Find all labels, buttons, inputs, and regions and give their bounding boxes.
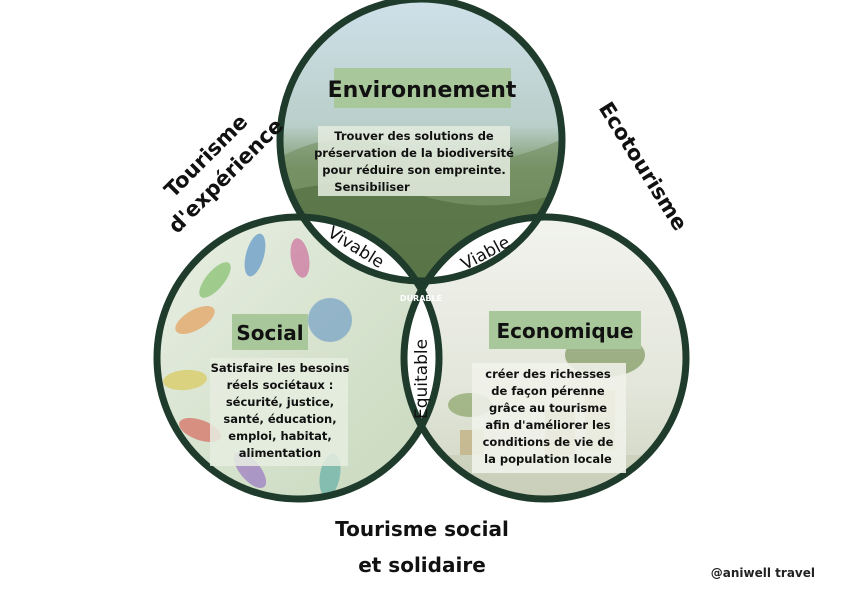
social-line-6: alimentation: [239, 446, 321, 460]
social-outline: [153, 213, 443, 503]
social-line-4: santé, éducation,: [223, 412, 336, 426]
social-title: Social: [236, 321, 303, 345]
ecotourisme-label: Ecotourisme: [594, 98, 692, 235]
environnement-line-3: pour réduire son empreinte.: [322, 163, 506, 177]
economique-line-2: de façon pérenne: [491, 384, 605, 398]
social-line-3: sécurité, justice,: [226, 395, 334, 409]
tourisme-social-line-2: et solidaire: [358, 553, 486, 577]
tourisme-experience-label: Tourisme d'expérience: [160, 110, 288, 238]
economique-line-5: conditions de vie de: [483, 435, 614, 449]
tourisme-social-line-1: Tourisme social: [335, 517, 509, 541]
economique-title: Economique: [496, 319, 633, 343]
economique-text-panel: [472, 363, 626, 473]
environnement-text-panel: [318, 126, 510, 196]
social-title-box: [232, 314, 308, 350]
social-text-panel: [210, 358, 348, 466]
environnement-outline: [276, 0, 566, 285]
environnement-title: Environnement: [328, 78, 517, 103]
economique-line-4: afin d'améliorer les: [485, 418, 610, 432]
social-line-2: réels sociétaux :: [227, 378, 334, 392]
economique-outline: [400, 213, 690, 503]
environnement-line-1: Trouver des solutions de: [334, 129, 494, 143]
economique-line-3: grâce au tourisme: [489, 401, 607, 415]
durable-label: DURABLE: [400, 294, 442, 303]
economique-title-box: [489, 311, 641, 349]
environnement-line-4: Sensibiliser: [334, 180, 410, 194]
environnement-title-box: [334, 68, 511, 108]
equitable-label: Equitable: [412, 339, 432, 419]
social-line-1: Satisfaire les besoins: [211, 361, 350, 375]
environnement-line-2: préservation de la biodiversité: [314, 146, 514, 160]
economique-line-1: créer des richesses: [485, 367, 611, 381]
economique-line-6: la population locale: [484, 452, 612, 466]
social-line-5: emploi, habitat,: [228, 429, 331, 443]
credit-watermark: @aniwell travel: [710, 566, 815, 580]
